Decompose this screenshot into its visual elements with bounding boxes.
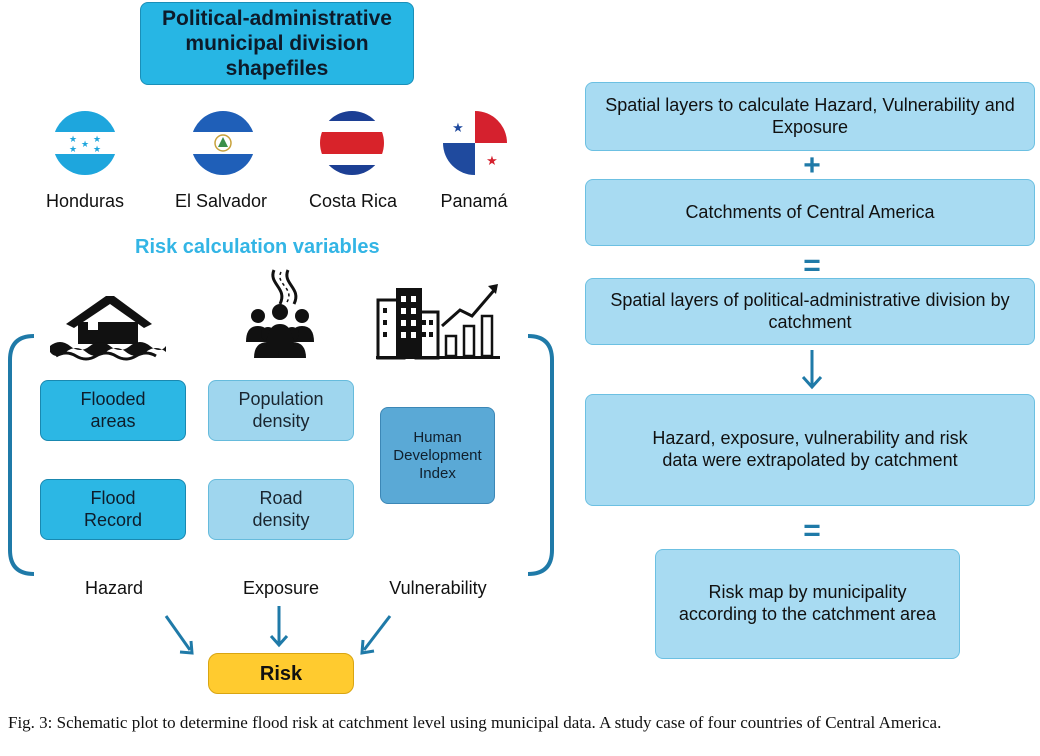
flow-step1-box: Spatial layers to calculate Hazard, Vuln… xyxy=(585,82,1035,151)
exposure-label: Exposure xyxy=(242,578,320,598)
flood-record-box: Flood Record xyxy=(40,479,186,540)
costa-rica-flag xyxy=(320,111,384,175)
svg-text:★: ★ xyxy=(69,135,77,145)
svg-text:★: ★ xyxy=(69,145,77,155)
flow-step3-text: Spatial layers of political-administrati… xyxy=(610,289,1010,332)
risk-box: Risk xyxy=(208,653,354,694)
country-panama: Panamá xyxy=(440,191,508,211)
right-bracket xyxy=(527,334,554,576)
svg-text:★: ★ xyxy=(81,140,89,150)
panama-flag: ★ ★ xyxy=(443,111,507,175)
title-text: Political-administrative municipal divis… xyxy=(162,6,392,81)
hdi-box: Human Development Index xyxy=(380,407,495,504)
risk-variables-title: Risk calculation variables xyxy=(135,236,380,258)
flow-step5-box: Risk map by municipality according to th… xyxy=(655,549,960,659)
title-box: Political-administrative municipal divis… xyxy=(140,2,414,85)
country-costa-rica: Costa Rica xyxy=(308,191,398,211)
hazard-arrow xyxy=(164,615,192,651)
figure-caption: Fig. 3: Schematic plot to determine floo… xyxy=(8,713,942,732)
svg-text:★: ★ xyxy=(486,154,498,169)
plus-operator: + xyxy=(803,149,821,182)
flow-step4-box: Hazard, exposure, vulnerability and risk… xyxy=(585,394,1035,506)
flow-step2-text: Catchments of Central America xyxy=(685,201,935,222)
flow-step3-box: Spatial layers of political-administrati… xyxy=(585,278,1035,345)
flooded-areas-box: Flooded areas xyxy=(40,380,186,441)
equals-operator-2: = xyxy=(803,514,821,547)
flow-step5-text: Risk map by municipality according to th… xyxy=(678,582,937,624)
svg-text:★: ★ xyxy=(452,121,464,136)
svg-text:★: ★ xyxy=(93,145,101,155)
equals-operator-1: = xyxy=(803,249,821,282)
svg-text:★: ★ xyxy=(93,135,101,145)
flood-record-label: Flood Record xyxy=(83,487,143,530)
road-density-box: Road density xyxy=(208,479,354,540)
flow-step2-box: Catchments of Central America xyxy=(585,179,1035,246)
country-honduras: Honduras xyxy=(45,191,125,211)
el-salvador-flag xyxy=(191,111,255,175)
city-growth-icon xyxy=(376,284,500,360)
flow-step4-text: Hazard, exposure, vulnerability and risk… xyxy=(652,428,968,470)
vulnerability-label: Vulnerability xyxy=(389,578,487,598)
honduras-flag: ★ ★ ★ ★ ★ xyxy=(53,111,117,175)
hdi-label: Human Development Index xyxy=(393,428,482,482)
population-density-label: Population density xyxy=(238,388,324,431)
vulnerability-arrow xyxy=(362,615,392,651)
flooded-house-icon xyxy=(50,296,166,361)
country-el-salvador: El Salvador xyxy=(174,191,268,211)
population-road-icon xyxy=(246,269,314,358)
risk-label: Risk xyxy=(259,662,303,685)
population-density-box: Population density xyxy=(208,380,354,441)
flooded-areas-label: Flooded areas xyxy=(80,388,146,431)
hazard-label: Hazard xyxy=(84,578,144,598)
flow-step1-text: Spatial layers to calculate Hazard, Vuln… xyxy=(605,94,1015,137)
road-density-label: Road density xyxy=(252,487,310,530)
left-bracket xyxy=(8,334,35,576)
